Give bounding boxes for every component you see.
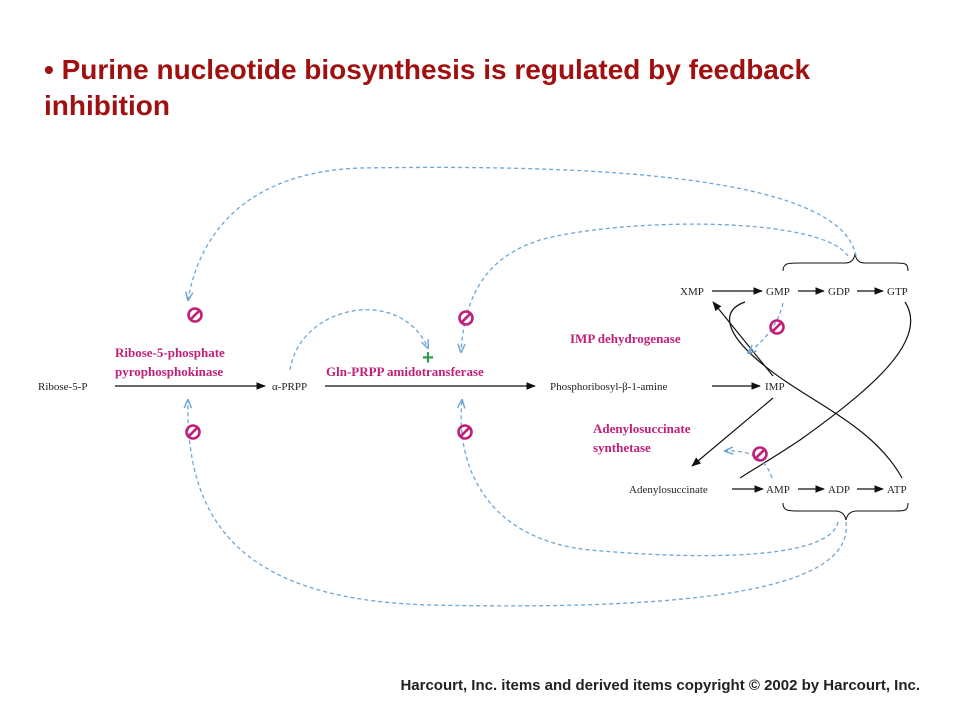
- enzyme-prpp-synthetase-line1: Ribose-5-phosphate: [115, 345, 225, 360]
- label-amp: AMP: [766, 484, 790, 496]
- label-imp: IMP: [765, 381, 785, 393]
- title-bullet: •: [44, 54, 54, 85]
- inhibition-symbol-amidotransferase-top: [458, 310, 474, 326]
- feedforward-prpp-to-amidotransferase: [289, 309, 428, 371]
- arrow-imp-to-adenylosuccinate: [691, 397, 774, 467]
- enzyme-amidotransferase: Gln-PRPP amidotransferase: [326, 364, 484, 379]
- atp-requirement-curve: [729, 301, 903, 479]
- inhibition-symbol-imp-dehydrogenase: [769, 319, 785, 335]
- label-gmp: GMP: [766, 286, 790, 298]
- inhibition-symbol-amidotransferase-bottom: [457, 424, 473, 440]
- label-phosphoribosylamine: Phosphoribosyl-β-1-amine: [550, 381, 668, 393]
- slide-title: • Purine nucleotide biosynthesis is regu…: [44, 52, 934, 124]
- gtp-requirement-curve: [739, 301, 912, 479]
- enzyme-adenylosuccinate-synthetase-line2: synthetase: [593, 440, 651, 455]
- enzyme-prpp-synthetase-line2: pyrophosphokinase: [115, 364, 223, 379]
- label-adp: ADP: [828, 484, 850, 496]
- arrow-imp-to-xmp: [712, 301, 774, 377]
- title-text: Purine nucleotide biosynthesis is regula…: [44, 54, 811, 121]
- label-adenylosuccinate: Adenylosuccinate: [629, 484, 708, 496]
- inhibition-symbol-adenylosuccinate-synthetase: [752, 446, 768, 462]
- enzyme-adenylosuccinate-synthetase-line1: Adenylosuccinate: [593, 421, 691, 436]
- activation-plus-icon: +: [422, 347, 434, 369]
- label-atp: ATP: [887, 484, 907, 496]
- inhibition-symbol-prpp-synthetase-bottom: [185, 424, 201, 440]
- feedback-gtp-to-prpp-synthetase: [188, 166, 857, 300]
- feedback-amp-to-adenylosuccinate-synthetase: [725, 451, 773, 479]
- main-pathway: [115, 287, 912, 493]
- amp-atp-bracket: [782, 502, 909, 521]
- inhibition-symbol-prpp-synthetase-top: [187, 307, 203, 323]
- enzyme-imp-dehydrogenase: IMP dehydrogenase: [570, 331, 681, 346]
- label-gdp: GDP: [828, 286, 850, 298]
- feedback-adp-to-amidotransferase: [461, 400, 839, 557]
- gmp-gtp-bracket: [782, 253, 909, 272]
- label-xmp: XMP: [680, 286, 704, 298]
- label-alpha-prpp: α-PRPP: [272, 381, 307, 393]
- feedback-adp-to-prpp-synthetase: [188, 400, 847, 607]
- copyright-notice: Harcourt, Inc. items and derived items c…: [400, 677, 920, 694]
- feedback-gtp-to-amidotransferase: [461, 223, 849, 352]
- feedback-gmp-to-imp-dehydrogenase: [748, 302, 784, 353]
- label-ribose-5-p: Ribose-5-P: [38, 381, 88, 393]
- feedback-arrows: [188, 166, 857, 607]
- label-gtp: GTP: [887, 286, 908, 298]
